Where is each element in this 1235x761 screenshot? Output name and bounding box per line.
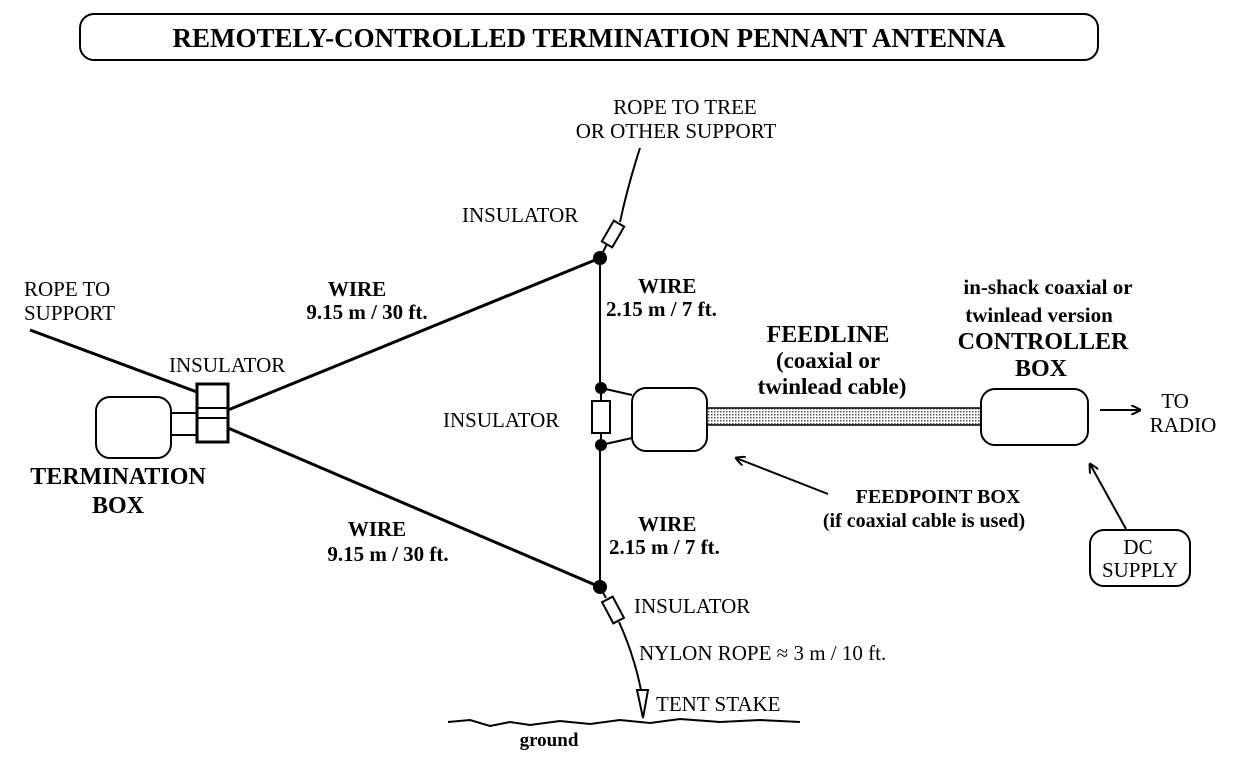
feedpoint-label-1: FEEDPOINT BOX bbox=[856, 486, 1021, 508]
feedline-cable bbox=[706, 407, 982, 426]
ground-label: ground bbox=[520, 730, 579, 751]
to-radio-label-2: RADIO bbox=[1150, 413, 1217, 437]
feedpoint-arrow bbox=[736, 458, 829, 495]
wire-vert-top-label-1: WIRE bbox=[638, 274, 696, 298]
insulator-bottom-shape bbox=[600, 595, 626, 625]
insulator-bottom-label: INSULATOR bbox=[634, 594, 750, 618]
controller-box-shape bbox=[980, 388, 1089, 446]
feedline-label-2: (coaxial or bbox=[776, 348, 880, 373]
wire-bottom-label-1: WIRE bbox=[348, 517, 406, 541]
rope-to-tree-label-2: OR OTHER SUPPORT bbox=[576, 119, 777, 143]
to-radio-label-1: TO bbox=[1161, 389, 1189, 413]
insulator-bottom-lead bbox=[599, 586, 607, 599]
wire-top-label-2: 9.15 m / 30 ft. bbox=[306, 300, 427, 324]
controller-label-3: CONTROLLER bbox=[958, 329, 1129, 355]
tent-stake-label: TENT STAKE bbox=[656, 692, 781, 716]
wire-vert-top-label-2: 2.15 m / 7 ft. bbox=[606, 297, 717, 321]
feedline-label-3: twinlead cable) bbox=[758, 374, 907, 399]
insulator-top-shape bbox=[600, 219, 626, 249]
insulator-mid-shape bbox=[591, 400, 611, 434]
rope-to-tree-label-1: ROPE TO TREE bbox=[613, 95, 757, 119]
rope-to-support-label-1: ROPE TO bbox=[24, 277, 110, 301]
dc-supply-arrow bbox=[1090, 464, 1127, 530]
wire-vert-bottom-label-2: 2.15 m / 7 ft. bbox=[609, 535, 720, 559]
tent-stake-shape bbox=[635, 689, 650, 719]
dc-supply-box bbox=[1089, 529, 1191, 587]
feedline-label-1: FEEDLINE bbox=[767, 322, 890, 348]
nylon-rope bbox=[618, 621, 642, 691]
junction-top bbox=[593, 251, 607, 265]
termination-box-label-1: TERMINATION bbox=[30, 464, 206, 490]
wire-top-long bbox=[227, 256, 601, 412]
feedpoint-label-2: (if coaxial cable is used) bbox=[823, 510, 1025, 532]
controller-label-4: BOX bbox=[1015, 356, 1068, 382]
termination-box-label-2: BOX bbox=[92, 493, 145, 519]
ground-line bbox=[447, 717, 801, 728]
dc-supply-label-2: SUPPLY bbox=[1102, 558, 1178, 582]
insulator-left-shape bbox=[195, 382, 230, 444]
controller-label-1: in-shack coaxial or bbox=[963, 275, 1132, 299]
rope-to-tree bbox=[619, 147, 641, 223]
wire-top-label-1: WIRE bbox=[328, 277, 386, 301]
feedpoint-box-shape bbox=[631, 387, 708, 452]
wire-vert-bottom-label-1: WIRE bbox=[638, 512, 696, 536]
diagram-title: REMOTELY-CONTROLLED TERMINATION PENNANT … bbox=[173, 23, 1006, 53]
rope-to-support-label-2: SUPPORT bbox=[24, 301, 115, 325]
wire-bottom-long bbox=[227, 426, 601, 589]
feedpoint-lead-bottom bbox=[600, 437, 633, 446]
rope-to-support bbox=[29, 328, 198, 394]
title-box bbox=[79, 13, 1099, 61]
termination-box-shape bbox=[95, 396, 172, 459]
insulator-mid-label: INSULATOR bbox=[443, 408, 559, 432]
dc-supply-label-1: DC bbox=[1123, 535, 1152, 559]
insulator-top-label: INSULATOR bbox=[462, 203, 578, 227]
nylon-rope-label: NYLON ROPE ≈ 3 m / 10 ft. bbox=[639, 641, 886, 665]
controller-label-2: twinlead version bbox=[965, 303, 1113, 327]
wire-bottom-label-2: 9.15 m / 30 ft. bbox=[327, 542, 448, 566]
insulator-left-label: INSULATOR bbox=[169, 353, 285, 377]
feedpoint-lead-top bbox=[600, 387, 633, 396]
